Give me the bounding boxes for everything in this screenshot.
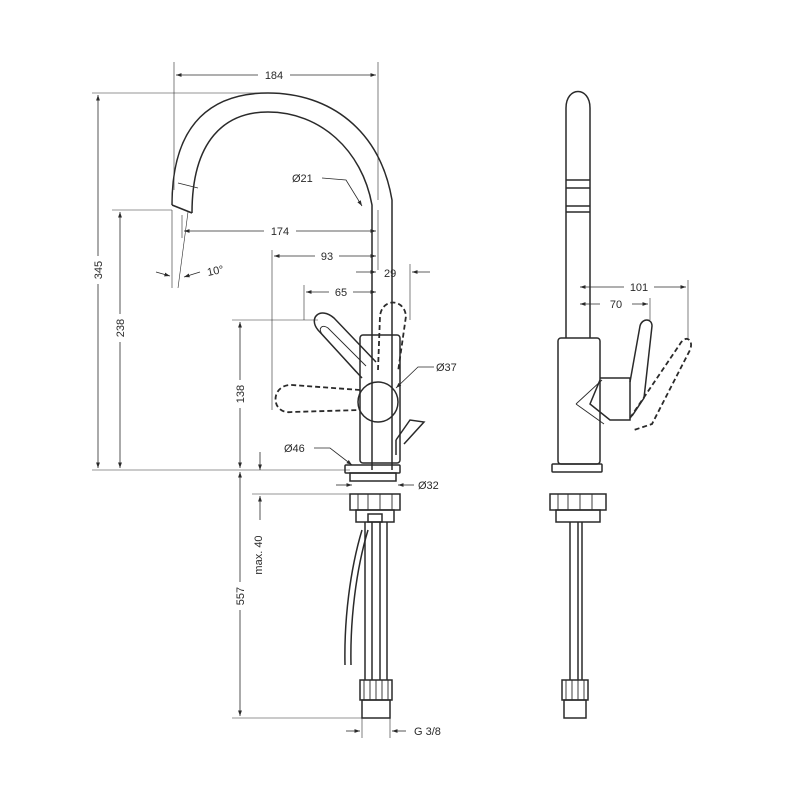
- dim-width-29: 29: [384, 268, 396, 280]
- dim-width-65: 65: [335, 287, 347, 299]
- spout-outer: [171, 92, 393, 470]
- dim-angle-10: 10°: [206, 264, 225, 279]
- dim-height-557: 557: [235, 587, 247, 605]
- dim-diameter-21: Ø21: [292, 173, 313, 185]
- dim-diameter-46: Ø46: [284, 443, 305, 455]
- dim-diameter-37: Ø37: [436, 362, 457, 374]
- faucet-body: [359, 334, 401, 464]
- dim-height-138: 138: [235, 385, 247, 403]
- side-lever: [629, 319, 653, 417]
- dim-width-184: 184: [265, 70, 283, 82]
- front-view: [171, 92, 426, 719]
- mounting-nut: [349, 493, 401, 511]
- dim-diameter-32: Ø32: [418, 480, 439, 492]
- dim-thread-g38: G 3/8: [414, 726, 441, 738]
- handle-hub: [357, 381, 399, 423]
- side-dimensions: 101 70: [580, 279, 689, 338]
- dim-side-101: 101: [630, 282, 648, 294]
- dim-width-93: 93: [321, 251, 333, 263]
- spout-inner: [191, 111, 373, 470]
- lever-alt-position-up: [377, 301, 407, 373]
- dim-max-40: max. 40: [253, 535, 265, 574]
- side-spout: [565, 90, 591, 338]
- dim-height-345: 345: [93, 261, 105, 279]
- side-view: [549, 90, 692, 719]
- dim-height-238: 238: [115, 319, 127, 337]
- side-lever-alt: [629, 337, 692, 431]
- flexible-rod: [344, 529, 363, 666]
- dim-width-174: 174: [271, 226, 289, 238]
- lever-alt-position-left: [274, 384, 361, 413]
- lever-handle: [313, 312, 377, 379]
- front-dimensions: 184 Ø21 174 93 29 65 Ø37 Ø46 Ø: [90, 62, 457, 738]
- dim-side-70: 70: [610, 299, 622, 311]
